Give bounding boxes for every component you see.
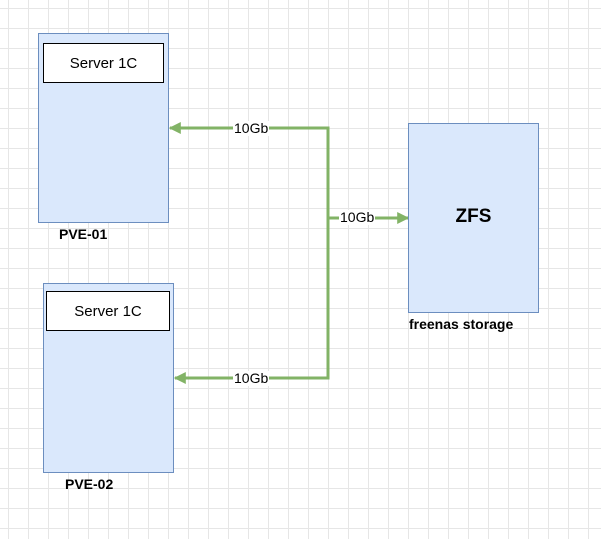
pve02-server-box[interactable]: Server 1C [46, 291, 170, 331]
pve02-server-label: Server 1C [74, 302, 142, 320]
zfs-title: ZFS [455, 206, 492, 227]
link-to-pve01 [168, 122, 330, 218]
storage-node[interactable]: ZFS [408, 123, 539, 313]
link-label-pve02: 10Gb [233, 370, 270, 386]
storage-caption: freenas storage [409, 316, 514, 332]
pve01-server-label: Server 1C [69, 54, 138, 72]
pve01-caption: PVE-01 [59, 226, 108, 242]
link-to-pve02 [173, 218, 330, 384]
link-label-pve01: 10Gb [233, 120, 270, 136]
link-label-storage: 10Gb [339, 209, 376, 225]
pve01-server-box[interactable]: Server 1C [43, 43, 164, 83]
pve01-node[interactable]: Server 1C [38, 33, 169, 223]
pve02-node[interactable]: Server 1C [43, 283, 174, 473]
pve02-caption: PVE-02 [65, 476, 114, 492]
